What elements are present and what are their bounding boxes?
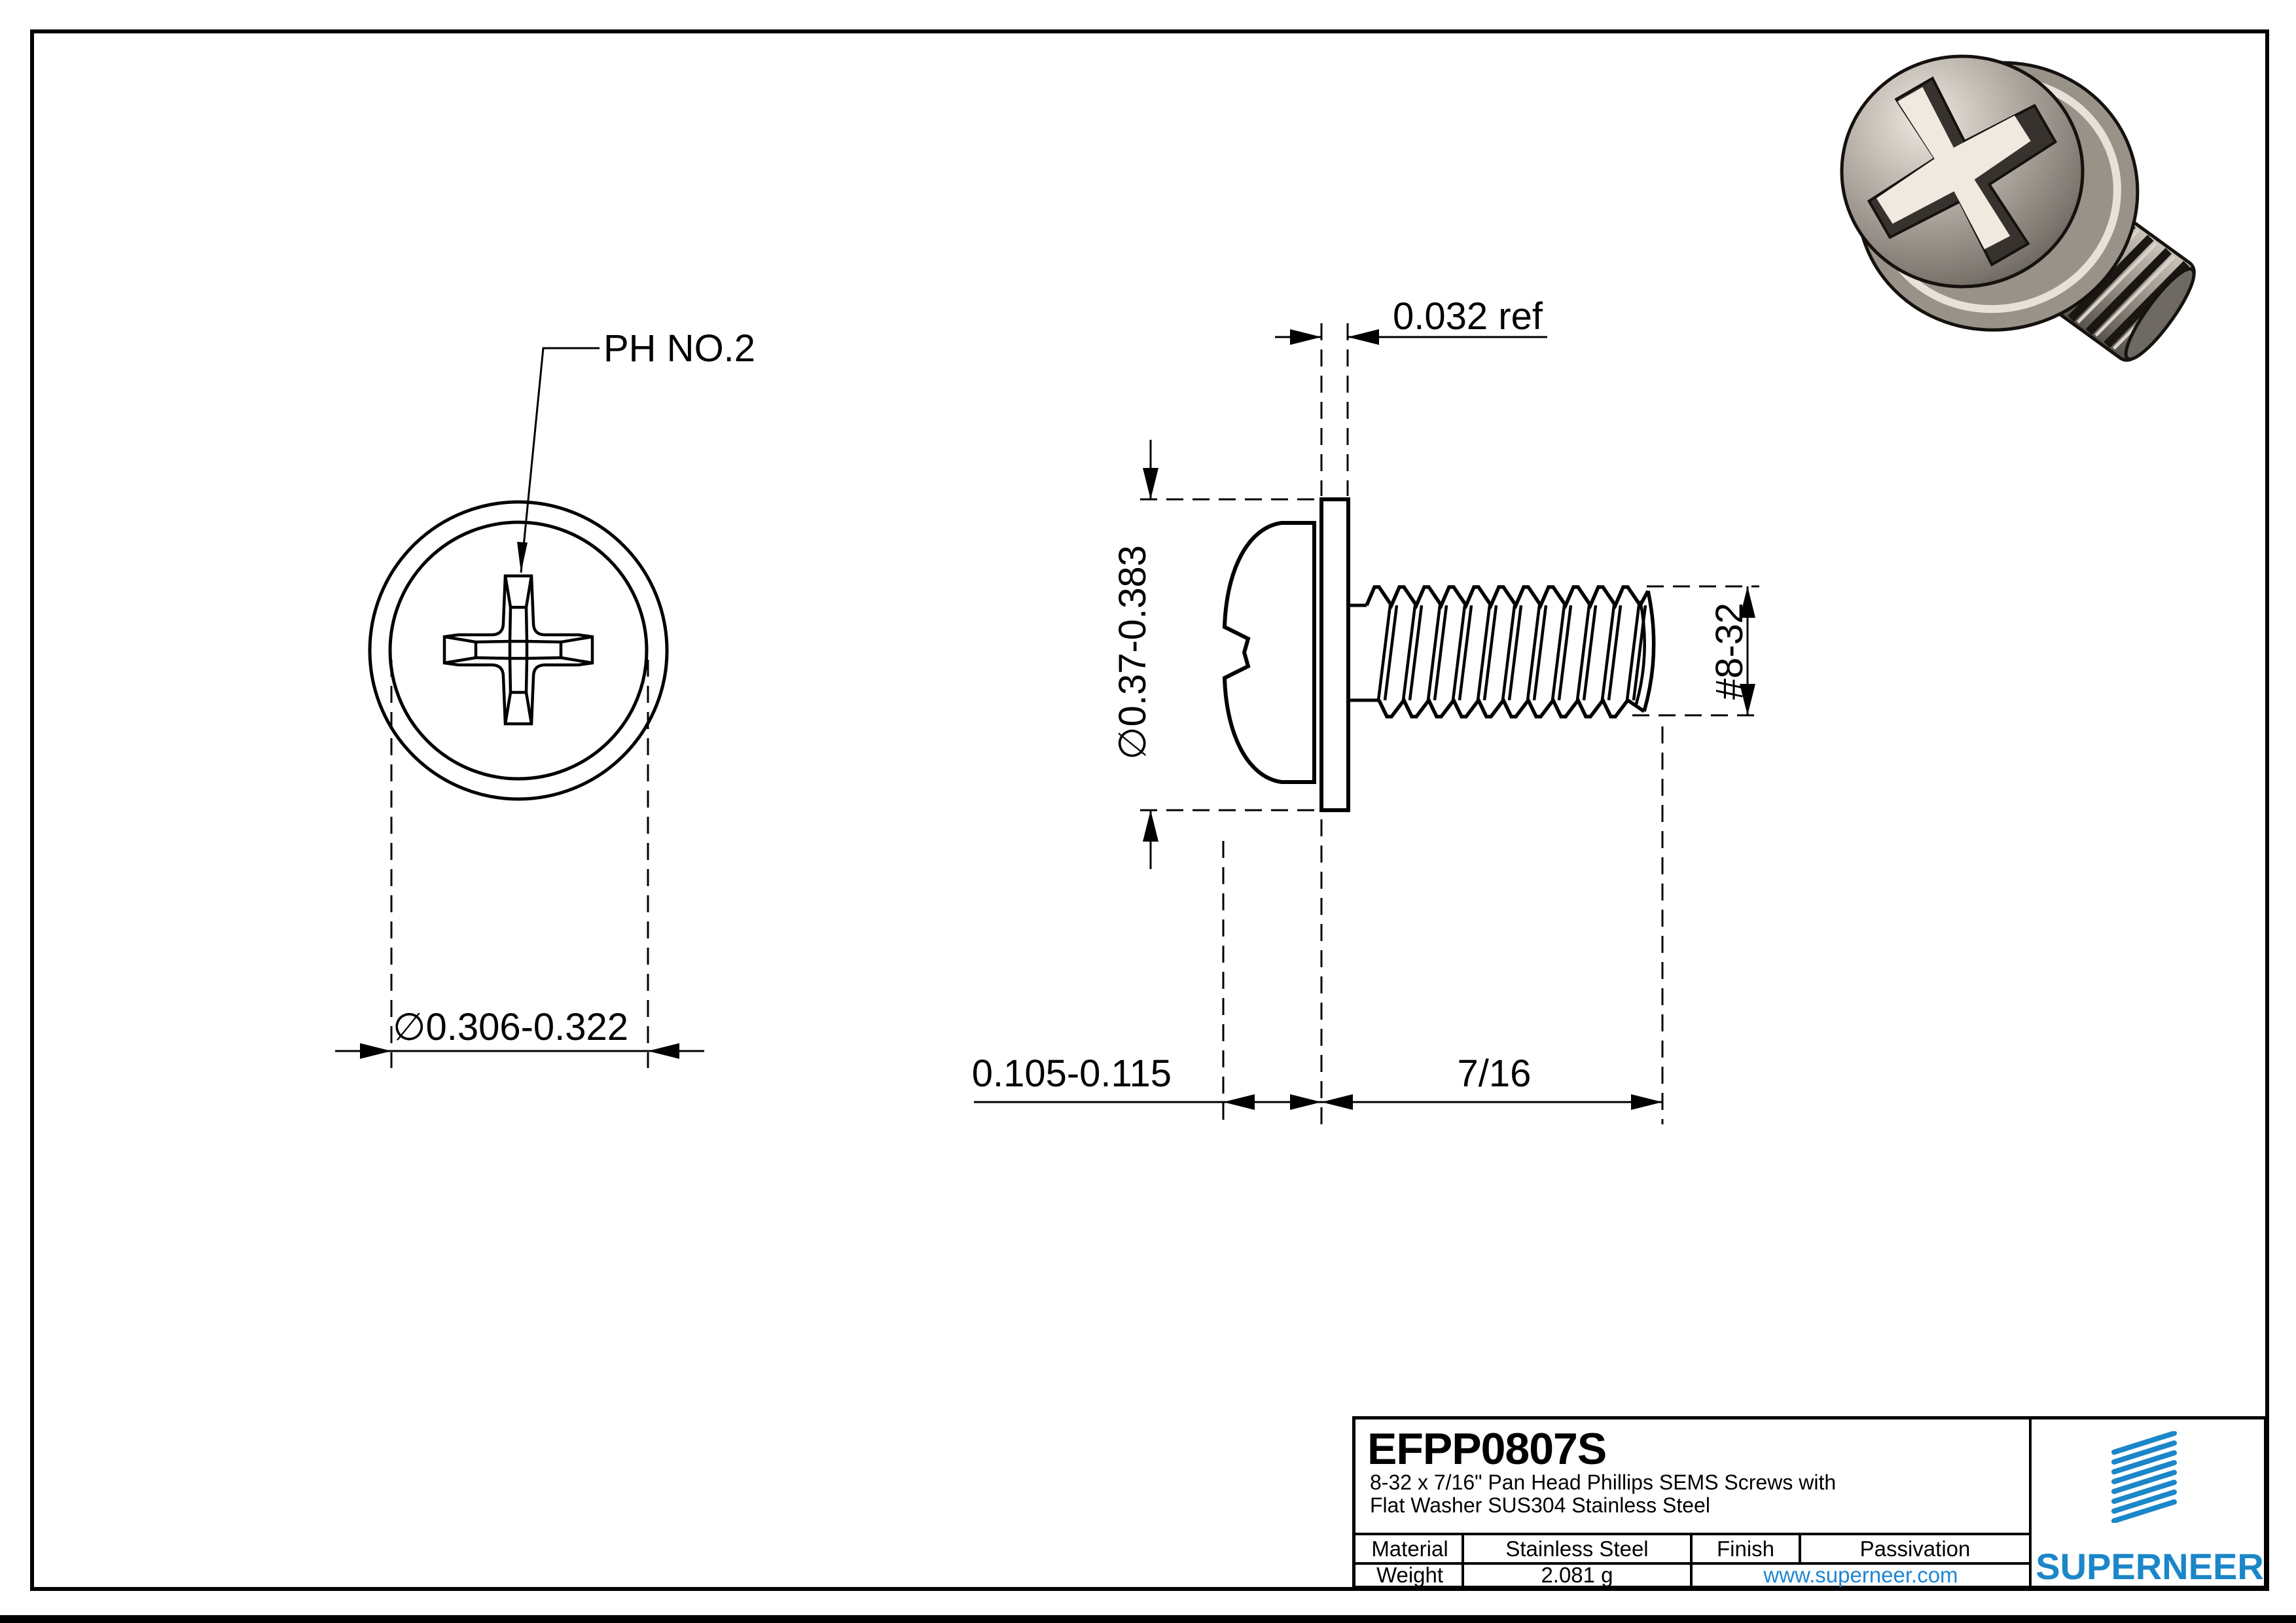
finish-value: Passivation	[1859, 1536, 1971, 1561]
weight-value: 2.081 g	[1541, 1563, 1613, 1587]
render-phillips-cross	[1867, 76, 2058, 267]
render-3d	[1840, 54, 2196, 362]
weight-label: Weight	[1376, 1563, 1444, 1587]
side-view: 0.032 ref ∅0.37-0.383 #8-32	[972, 295, 1759, 1124]
head-diameter-label: ∅0.306-0.322	[393, 1006, 628, 1048]
table-row-rule	[1355, 1562, 2032, 1565]
drawing-frame	[30, 29, 2269, 1591]
dim-thread-size: #8-32	[1632, 585, 1759, 717]
head-outline-circle	[388, 520, 649, 781]
washer-profile	[1319, 497, 1350, 812]
dim-washer-od: ∅0.37-0.383	[1111, 440, 1317, 869]
head-height-label: 0.105-0.115	[972, 1052, 1172, 1095]
material-label: Material	[1371, 1536, 1448, 1561]
title-block: EFPP0807S 8-32 x 7/16" Pan Head Phillips…	[1352, 1416, 2267, 1589]
front-view: PH NO.2 ∅0.306-0.322	[335, 327, 755, 1068]
description-line-2: Flat Washer SUS304 Stainless Steel	[1370, 1493, 1710, 1517]
thread-size-label: #8-32	[1708, 603, 1751, 700]
washer-thickness-label: 0.032 ref	[1393, 295, 1543, 338]
threaded-shank	[1365, 585, 1656, 719]
table-col-rule-1	[1462, 1533, 1464, 1586]
dim-head-diameter: ∅0.306-0.322	[335, 660, 704, 1068]
callout-ph-no2: PH NO.2	[517, 327, 755, 573]
thread-length-label: 7/16	[1458, 1052, 1532, 1095]
leader-arrow	[517, 542, 528, 573]
superneer-logo: SUPERNEER	[2032, 1419, 2268, 1587]
superneer-stripes-icon	[2111, 1431, 2177, 1523]
logo-divider-rule	[2029, 1419, 2032, 1586]
head-profile	[1222, 521, 1316, 784]
website-link[interactable]: www.superneer.com	[1763, 1563, 1958, 1587]
thread-tip	[1642, 590, 1656, 712]
table-top-rule	[1355, 1533, 2032, 1535]
table-col-rule-2	[1690, 1533, 1693, 1586]
table-col-rule-3	[1799, 1533, 1801, 1562]
finish-label: Finish	[1716, 1536, 1775, 1561]
dim-bottom: 0.105-0.115 7/16	[972, 726, 1664, 1124]
ph-no2-label: PH NO.2	[603, 327, 755, 370]
washer-outline-circle	[368, 500, 669, 801]
brand-name: SUPERNEER	[2036, 1546, 2264, 1587]
washer-od-label: ∅0.37-0.383	[1111, 545, 1154, 760]
description-line-1: 8-32 x 7/16" Pan Head Phillips SEMS Scre…	[1370, 1471, 1837, 1494]
phillips-recess	[442, 574, 594, 726]
sheet-bottom-edge	[0, 1615, 2296, 1623]
material-value: Stainless Steel	[1505, 1536, 1649, 1561]
dim-washer-thickness: 0.032 ref	[1275, 295, 1547, 496]
part-number: EFPP0807S	[1367, 1424, 1607, 1474]
